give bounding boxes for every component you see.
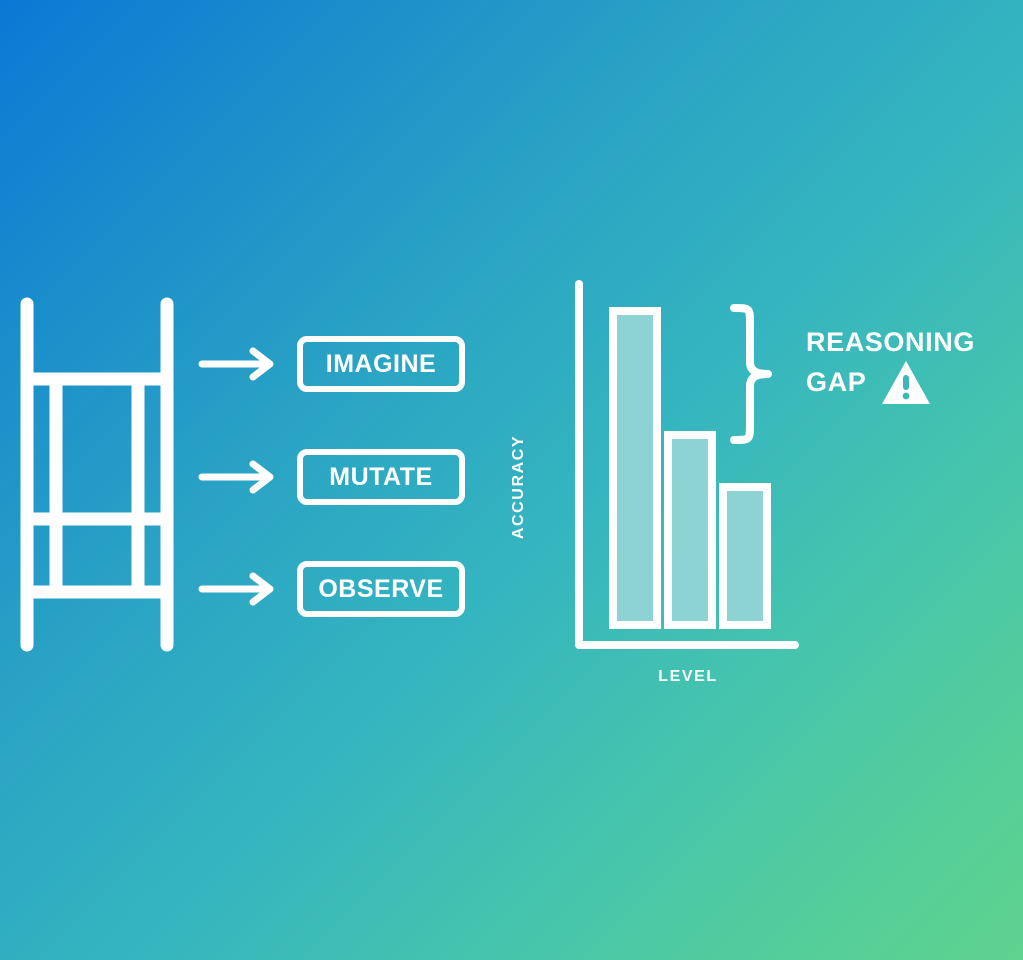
ladder-icon xyxy=(20,297,174,652)
stage-box-mutate[interactable]: MUTATE xyxy=(297,449,465,505)
accuracy-bar-chart xyxy=(575,280,799,649)
arrow-right-icon-mutate xyxy=(198,460,274,494)
stage-box-observe[interactable]: OBSERVE xyxy=(297,561,465,617)
reasoning-gap-line-2: GAP xyxy=(806,367,867,398)
warning-triangle-icon xyxy=(882,360,931,404)
chart-x-axis-label: LEVEL xyxy=(658,668,718,685)
chart-bar-level-3 xyxy=(719,483,771,629)
arrow-right-icon-imagine xyxy=(198,347,274,381)
chart-axes xyxy=(575,280,799,649)
reasoning-gap-line-1: REASONING xyxy=(806,327,975,357)
chart-bar-level-2 xyxy=(664,431,716,629)
stage-box-imagine[interactable]: IMAGINE xyxy=(297,336,465,392)
reasoning-gap-annotation: REASONING GAP xyxy=(806,326,1016,407)
reasoning-gap-line-2-row: GAP xyxy=(806,359,1016,407)
chart-y-axis-label: ACCURACY xyxy=(510,434,527,540)
chart-bar-level-1 xyxy=(609,307,661,629)
reasoning-gap-brace-icon xyxy=(730,304,772,444)
stage-label-observe: OBSERVE xyxy=(318,574,444,603)
stage-label-mutate: MUTATE xyxy=(329,462,433,491)
arrow-right-icon-observe xyxy=(198,572,274,606)
stage-label-imagine: IMAGINE xyxy=(325,349,437,378)
